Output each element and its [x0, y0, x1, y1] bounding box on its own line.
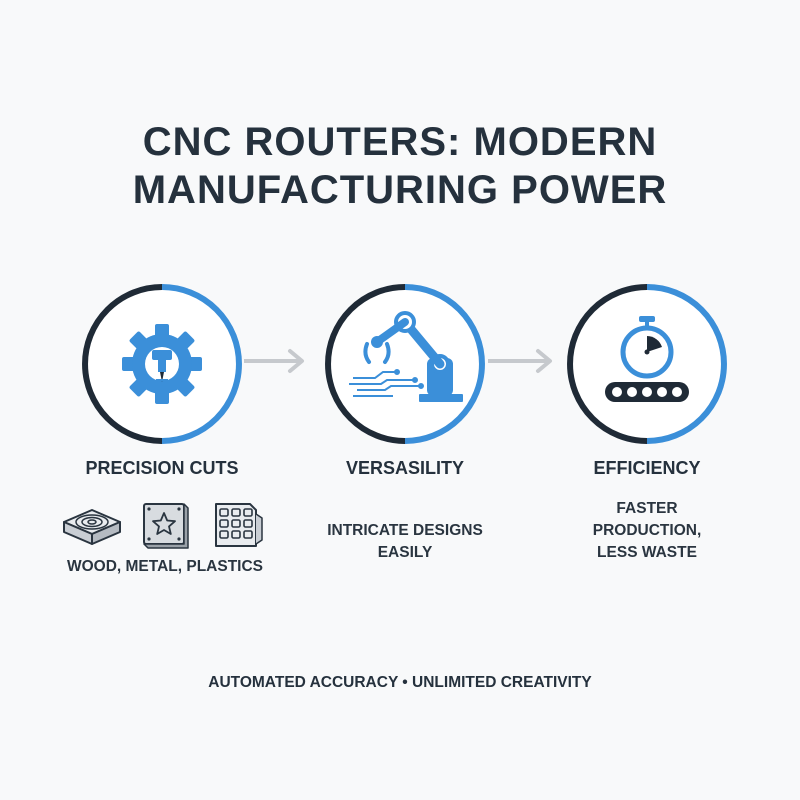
arrow-1-icon — [244, 349, 304, 373]
step-2-ring — [325, 284, 485, 444]
step-2-caption-line-1: INTRICATE DESIGNS — [327, 522, 483, 539]
gear-spindle-icon — [122, 324, 202, 404]
step-3-label: EFFICIENCY — [593, 458, 701, 478]
plastic-sheet-icon — [215, 503, 263, 547]
title-line-2: MANUFACTURING POWER — [132, 168, 668, 212]
step-3-caption-line-1: FASTER — [616, 500, 678, 517]
step-1-label: PRECISION CUTS — [85, 458, 239, 478]
footer-tagline: AUTOMATED ACCURACY • UNLIMITED CREATIVIT… — [208, 674, 592, 691]
step-2-label: VERSASILITY — [345, 458, 465, 478]
step-1-ring — [82, 284, 242, 444]
step-2-caption-line-2: EASILY — [377, 544, 433, 561]
wood-block-icon — [63, 509, 121, 545]
robot-arm-icon — [349, 311, 463, 402]
step-1-caption: WOOD, METAL, PLASTICS — [45, 556, 285, 578]
metal-plate-icon — [143, 503, 189, 549]
title-line-1: CNC ROUTERS: MODERN — [142, 120, 658, 164]
step-1-caption-line-1: WOOD, METAL, PLASTICS — [66, 558, 264, 575]
step-3-ring — [567, 284, 727, 444]
step-3-caption-line-3: LESS WASTE — [597, 544, 697, 561]
page-title: CNC ROUTERS: MODERN MANUFACTURING POWER — [0, 118, 800, 214]
stopwatch-conveyor-icon — [605, 316, 689, 402]
step-3-caption-line-2: PRODUCTION, — [592, 522, 702, 539]
arrow-2-icon — [488, 349, 552, 373]
step-3-caption: FASTER PRODUCTION, LESS WASTE — [527, 498, 767, 564]
step-2-caption: INTRICATE DESIGNS EASILY — [285, 520, 525, 564]
